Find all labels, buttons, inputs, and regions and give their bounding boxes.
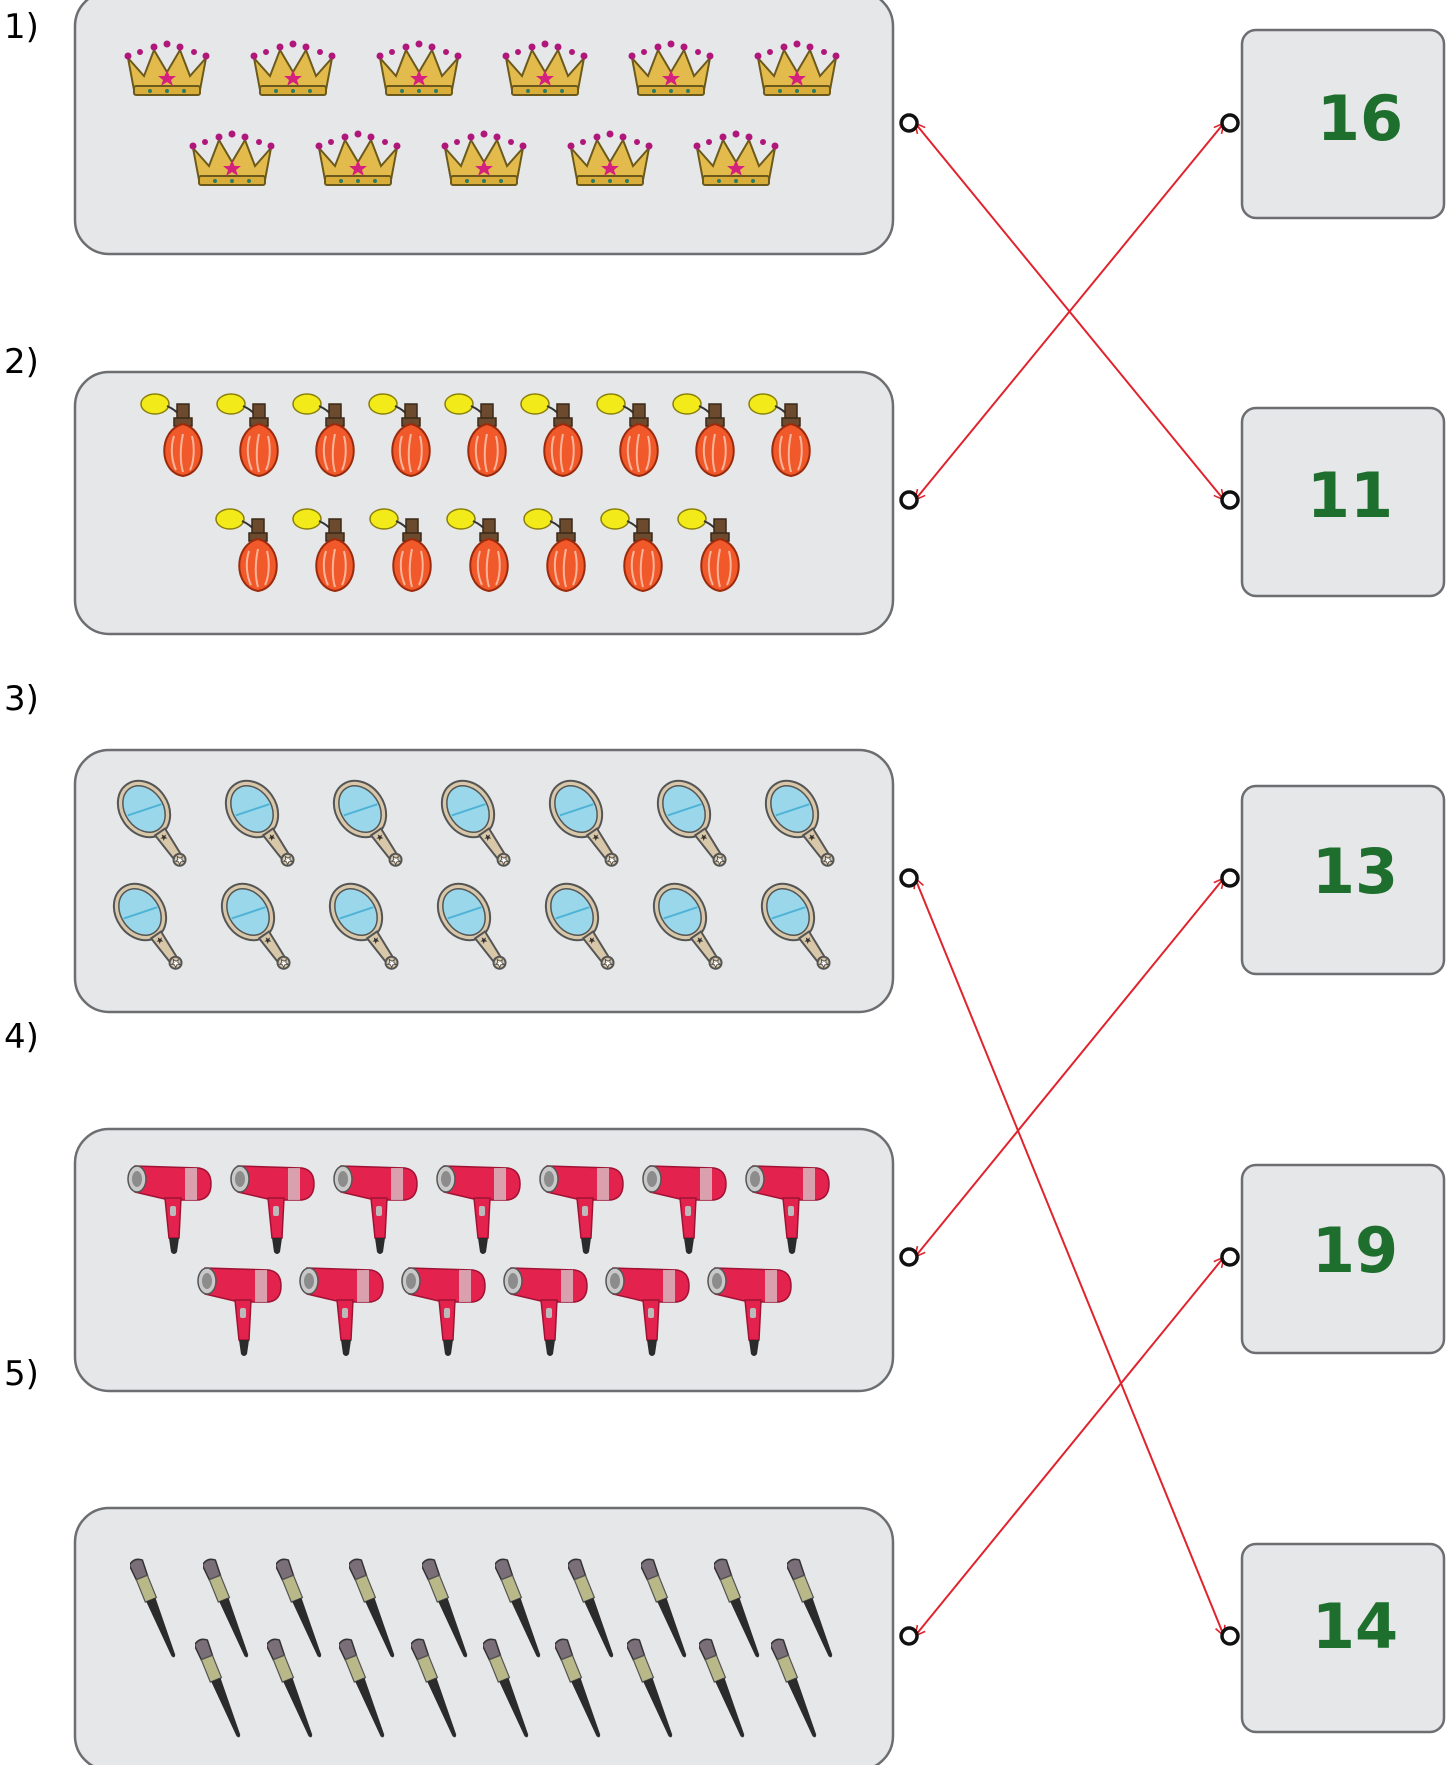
connector-line-5[interactable] [915, 1257, 1224, 1636]
question-connector-dot-2[interactable] [899, 490, 919, 510]
answer-box-4 [1240, 1163, 1446, 1355]
answer-number-3: 13 [1312, 835, 1398, 908]
answer-number-4: 19 [1312, 1214, 1398, 1287]
answer-connector-dot-5[interactable] [1220, 1626, 1240, 1646]
question-connector-dot-1[interactable] [899, 113, 919, 133]
answer-number-5: 14 [1312, 1590, 1398, 1663]
question-box-2 [73, 370, 895, 636]
connector-line-3[interactable] [915, 878, 1224, 1636]
question-box-5 [73, 1506, 895, 1765]
answer-connector-dot-1[interactable] [1220, 113, 1240, 133]
question-connector-dot-3[interactable] [899, 868, 919, 888]
question-label-4: 4) [4, 1017, 39, 1057]
answer-connector-dot-3[interactable] [1220, 868, 1240, 888]
question-label-1: 1) [4, 7, 39, 47]
answer-number-2: 11 [1307, 459, 1393, 532]
answer-box-3 [1240, 784, 1446, 976]
question-box-1 [73, 0, 895, 256]
answer-number-1: 16 [1317, 82, 1403, 155]
question-connector-dot-4[interactable] [899, 1247, 919, 1267]
connector-line-2[interactable] [915, 123, 1224, 500]
answer-box-1 [1240, 28, 1446, 220]
connector-line-4[interactable] [915, 878, 1224, 1257]
question-label-2: 2) [4, 342, 39, 382]
question-label-3: 3) [4, 679, 39, 719]
answer-connector-dot-4[interactable] [1220, 1247, 1240, 1267]
answer-box-5 [1240, 1542, 1446, 1734]
question-connector-dot-5[interactable] [899, 1626, 919, 1646]
answer-connector-dot-2[interactable] [1220, 490, 1240, 510]
answer-box-2 [1240, 406, 1446, 598]
question-label-5: 5) [4, 1354, 39, 1394]
